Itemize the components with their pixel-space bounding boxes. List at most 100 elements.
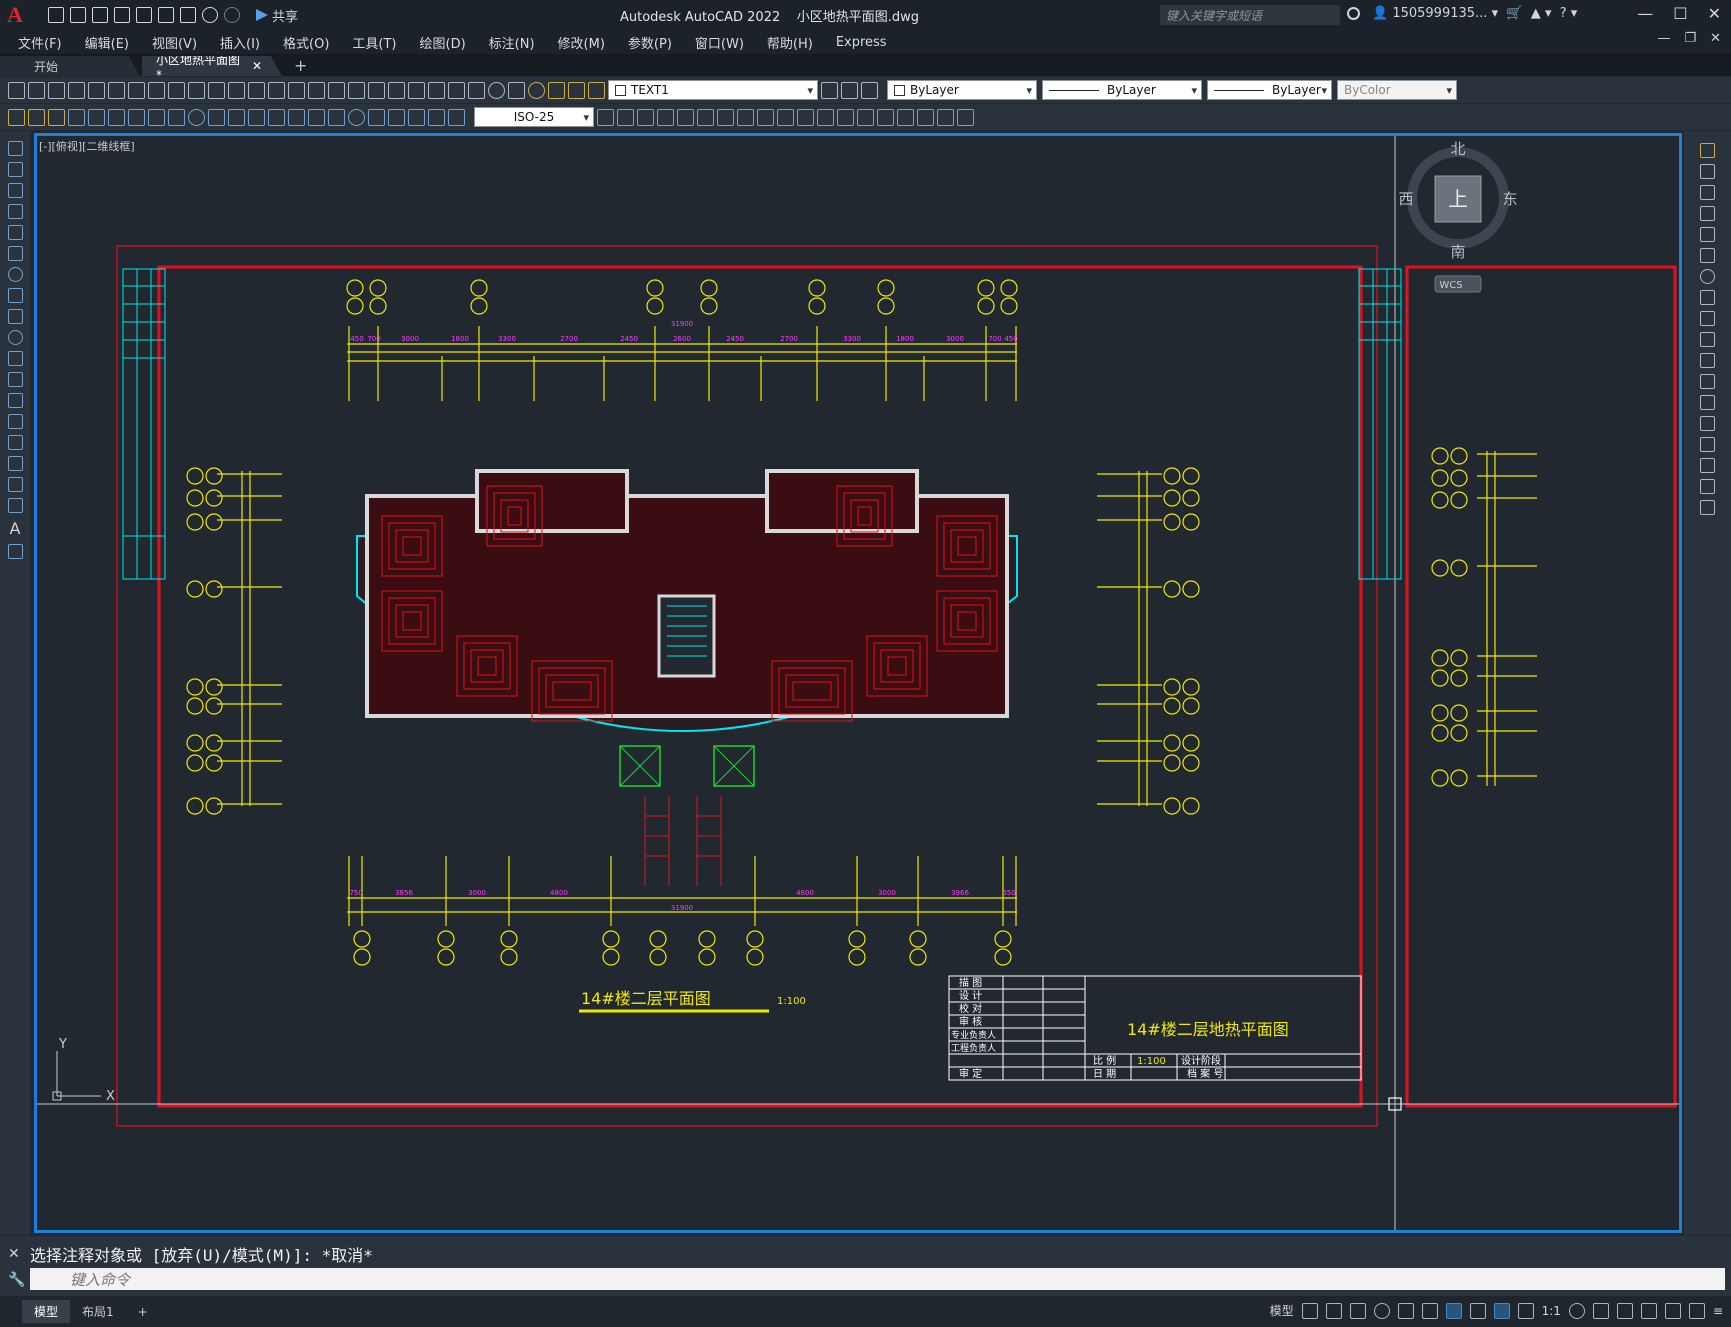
dim-continue-icon[interactable]	[268, 108, 285, 126]
object-snap-tracking-icon[interactable]	[1421, 1302, 1438, 1319]
ucs-face-icon[interactable]	[677, 108, 694, 126]
tool-palette-icon[interactable]	[408, 81, 425, 99]
spline-icon[interactable]	[7, 309, 23, 324]
layer-previous-icon[interactable]	[841, 81, 858, 99]
plot-icon[interactable]	[68, 81, 85, 99]
menu-modify[interactable]: 修改(M)	[557, 36, 605, 52]
open-icon[interactable]	[28, 81, 45, 99]
dim-edit-icon[interactable]	[408, 108, 425, 126]
ucs-y-icon[interactable]	[817, 108, 834, 126]
ucs-zaxis-icon[interactable]	[757, 108, 774, 126]
save-as-icon[interactable]	[114, 7, 130, 23]
ucs-z-icon[interactable]	[837, 108, 854, 126]
menu-parametric[interactable]: 参数(P)	[627, 36, 672, 52]
named-ucs-icon[interactable]	[877, 108, 894, 126]
plotstyle-dropdown[interactable]: ByColor	[1337, 80, 1457, 100]
circle-icon[interactable]	[7, 267, 23, 282]
isolate-objects-icon[interactable]	[1664, 1302, 1681, 1319]
ucs-origin-icon[interactable]	[737, 108, 754, 126]
new-tab-button[interactable]: +	[294, 56, 308, 75]
color-dropdown[interactable]: ByLayer	[887, 80, 1037, 100]
dim-ordinate-icon[interactable]	[128, 108, 145, 126]
menu-tools[interactable]: 工具(T)	[352, 36, 397, 52]
menu-express[interactable]: Express	[835, 34, 887, 50]
dim-update-icon[interactable]	[448, 108, 465, 126]
menu-view[interactable]: 视图(V)	[151, 36, 198, 52]
zoom-previous-icon[interactable]	[348, 81, 365, 99]
dim-break-icon[interactable]	[308, 108, 325, 126]
tab-model[interactable]: 模型	[22, 1300, 71, 1323]
extend-icon[interactable]	[1700, 353, 1715, 368]
undo-icon[interactable]	[202, 7, 218, 23]
menu-draw[interactable]: 绘图(D)	[419, 36, 466, 52]
units-icon[interactable]	[1616, 1302, 1633, 1319]
auto-scale-icon[interactable]	[1517, 1302, 1534, 1319]
dim-linear-icon[interactable]	[68, 108, 85, 126]
layer-dropdown[interactable]: TEXT1	[608, 80, 818, 100]
close-command-icon[interactable]: ✕	[8, 1246, 20, 1262]
help-icon[interactable]	[488, 81, 505, 99]
clean-screen-icon[interactable]	[1688, 1302, 1705, 1319]
fillet-icon[interactable]	[1700, 458, 1715, 473]
ucs-world-icon[interactable]	[637, 108, 654, 126]
ucs-icon[interactable]	[617, 108, 634, 126]
ellipse-arc-icon[interactable]	[7, 351, 23, 366]
layer-freeze-icon[interactable]	[548, 81, 565, 99]
doc-restore-icon[interactable]: ❐	[1684, 31, 1697, 46]
lineweight-dropdown[interactable]: ByLayer	[1207, 80, 1332, 100]
insert-icon[interactable]	[7, 372, 23, 387]
command-input[interactable]: 键入命令	[30, 1268, 1725, 1290]
autocad-logo-icon[interactable]: A	[7, 2, 23, 27]
construction-line-icon[interactable]	[7, 162, 23, 177]
make-block-icon[interactable]	[7, 393, 23, 408]
match-prop-icon[interactable]	[208, 81, 225, 99]
insert-block-icon[interactable]	[48, 108, 65, 126]
snap-icon[interactable]	[1325, 1302, 1342, 1319]
tab-close-icon[interactable]: ✕	[251, 59, 262, 73]
customize-command-icon[interactable]: 🔧	[8, 1272, 26, 1288]
explode-icon[interactable]	[1700, 500, 1715, 515]
save-icon[interactable]	[92, 7, 108, 23]
linetype-dropdown[interactable]: ByLayer	[1042, 80, 1202, 100]
ucs-x-icon[interactable]	[797, 108, 814, 126]
layer-states-icon[interactable]	[861, 81, 878, 99]
save-tb-icon[interactable]	[48, 81, 65, 99]
menu-help[interactable]: 帮助(H)	[766, 36, 813, 52]
hatch-icon[interactable]	[7, 435, 23, 450]
customization-menu-icon[interactable]: ≡	[1712, 1303, 1723, 1318]
dim-space-icon[interactable]	[288, 108, 305, 126]
dim-diameter-icon[interactable]	[188, 108, 205, 126]
object-snap-icon[interactable]	[1445, 1302, 1462, 1319]
dim-text-edit-icon[interactable]	[428, 108, 445, 126]
viewport-clip-icon[interactable]	[917, 108, 934, 126]
menu-edit[interactable]: 编辑(E)	[84, 36, 129, 52]
viewport-convert-icon[interactable]	[957, 108, 974, 126]
viewcube[interactable]: 上 北 南 西 东 WCS	[1393, 136, 1523, 293]
paste-icon[interactable]	[188, 81, 205, 99]
layer-viewport-icon[interactable]	[568, 81, 585, 99]
maximize-icon[interactable]: ☐	[1673, 4, 1688, 23]
open-file-icon[interactable]	[70, 7, 86, 23]
trim-icon[interactable]	[1700, 332, 1715, 347]
ucs-object-icon[interactable]	[697, 108, 714, 126]
viewport-controls-label[interactable]: [-][俯视][二维线框]	[39, 140, 135, 153]
line-icon[interactable]	[7, 141, 23, 156]
break-at-point-icon[interactable]	[1700, 374, 1715, 389]
add-selected-icon[interactable]	[7, 544, 23, 559]
publish-icon[interactable]	[108, 81, 125, 99]
quick-select-icon[interactable]	[8, 108, 25, 126]
dimstyle-icon[interactable]	[597, 108, 614, 126]
zoom-window-icon[interactable]	[328, 81, 345, 99]
break-icon[interactable]	[1700, 395, 1715, 410]
center-mark-icon[interactable]	[348, 108, 365, 126]
blend-icon[interactable]	[1700, 479, 1715, 494]
ucs-view-icon[interactable]	[717, 108, 734, 126]
save-web-icon[interactable]	[158, 7, 174, 23]
qnew-icon[interactable]	[8, 81, 25, 99]
workspace-gear-icon[interactable]	[1568, 1302, 1585, 1319]
move-icon[interactable]	[1700, 248, 1715, 263]
layer-on-icon[interactable]	[528, 81, 545, 99]
annotation-scale[interactable]: 1:1	[1541, 1303, 1561, 1318]
menu-dimension[interactable]: 标注(N)	[488, 36, 535, 52]
zoom-realtime-icon[interactable]	[308, 81, 325, 99]
